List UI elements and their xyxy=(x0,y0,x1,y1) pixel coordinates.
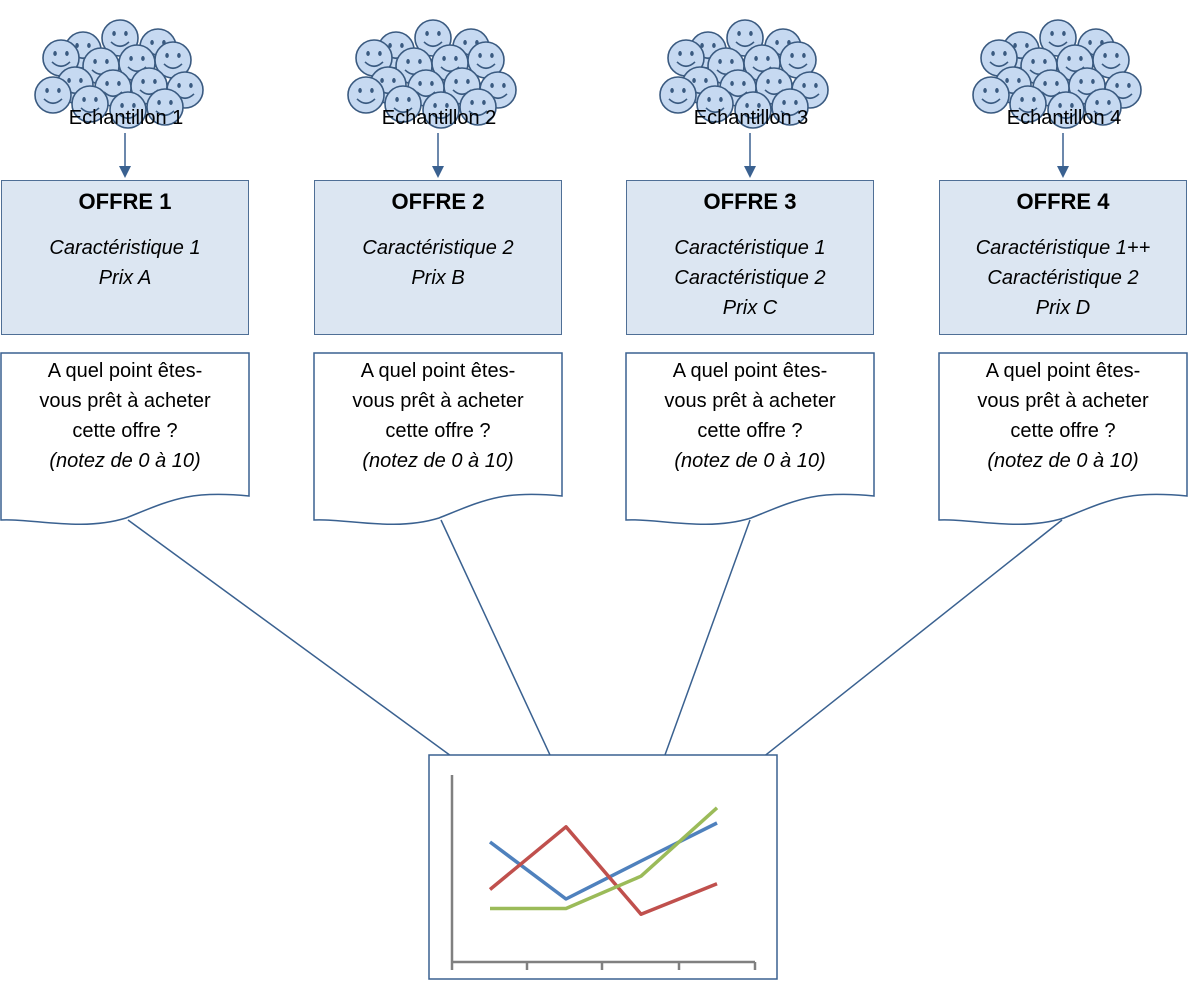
question-note: (notez de 0 à 10) xyxy=(362,450,514,472)
converge-arrow xyxy=(127,519,490,785)
question-line: cette offre ? xyxy=(697,420,803,442)
smiley-crowd-icon xyxy=(972,19,1142,129)
sample-column-2: Echantillon 2 OFFRE 2 Caractéristique 2 Pri… xyxy=(314,0,564,530)
sample-column-4: Echantillon 4 OFFRE 4 Caractéristique 1++ C… xyxy=(939,0,1189,530)
offer-feature: Caractéristique 2 xyxy=(987,267,1139,289)
smiley-crowd-icon xyxy=(659,19,829,129)
smiley-icon xyxy=(347,76,385,114)
smiley-icon xyxy=(972,76,1010,114)
offer-feature: Prix B xyxy=(411,267,465,289)
question-text: A quel point êtes-vous prêt à acheter cet… xyxy=(1,356,249,476)
smiley-icon xyxy=(384,85,422,123)
offer-feature: Prix A xyxy=(98,267,152,289)
question-line: cette offre ? xyxy=(385,420,491,442)
questionnaire-document xyxy=(625,352,875,526)
question-line: A quel point êtes- xyxy=(985,360,1141,382)
offer-box: OFFRE 2 Caractéristique 2 Prix B xyxy=(314,180,562,335)
offer-title: OFFRE 1 xyxy=(78,189,172,214)
offer-feature: Caractéristique 1++ xyxy=(975,237,1151,259)
question-text: A quel point êtes-vous prêt à acheter cet… xyxy=(626,356,874,476)
questionnaire-document xyxy=(938,352,1188,526)
sample-column-3: Echantillon 3 OFFRE 3 Caractéristique 1 Car… xyxy=(626,0,876,530)
offer-box: OFFRE 4 Caractéristique 1++ Caractéristiqu… xyxy=(939,180,1187,335)
smiley-icon xyxy=(1047,91,1085,129)
smiley-icon xyxy=(659,76,697,114)
question-note: (notez de 0 à 10) xyxy=(674,450,826,472)
converge-arrow xyxy=(440,519,565,785)
smiley-icon xyxy=(696,85,734,123)
chart-frame xyxy=(428,754,778,980)
offer-title: OFFRE 2 xyxy=(391,189,485,214)
mini-line-chart xyxy=(428,754,778,980)
question-line: cette offre ? xyxy=(72,420,178,442)
series-line-3 xyxy=(490,806,719,911)
sample-label: Echantillon 4 xyxy=(1006,107,1122,129)
question-line: vous prêt à acheter xyxy=(352,390,524,412)
question-line: cette offre ? xyxy=(1010,420,1116,442)
sample-label: Echantillon 1 xyxy=(68,107,184,129)
smiley-icon xyxy=(1084,88,1122,126)
smiley-icon xyxy=(422,91,460,129)
questionnaire-document xyxy=(0,352,250,526)
smiley-icon xyxy=(1009,85,1047,123)
offer-feature: Caractéristique 1 xyxy=(49,237,201,259)
smiley-icon xyxy=(467,41,505,79)
sample-column-1: Echantillon 1 OFFRE 1 Caractéristique 1 Pri… xyxy=(1,0,251,530)
question-line: A quel point êtes- xyxy=(672,360,828,382)
question-line: vous prêt à acheter xyxy=(977,390,1149,412)
series-line-2 xyxy=(488,825,718,916)
question-line: A quel point êtes- xyxy=(47,360,203,382)
smiley-icon xyxy=(109,91,147,129)
smiley-icon xyxy=(146,88,184,126)
offer-box: OFFRE 3 Caractéristique 1 Caractéristique … xyxy=(626,180,874,335)
offer-feature: Caractéristique 2 xyxy=(362,237,514,259)
question-note: (notez de 0 à 10) xyxy=(987,450,1139,472)
smiley-crowd-icon xyxy=(34,19,204,129)
sample-label: Echantillon 2 xyxy=(381,107,497,129)
smiley-icon xyxy=(779,41,817,79)
offer-feature: Prix C xyxy=(722,297,778,319)
offer-title: OFFRE 3 xyxy=(703,189,797,214)
offer-feature: Prix D xyxy=(1035,297,1091,319)
question-line: vous prêt à acheter xyxy=(39,390,211,412)
question-line: A quel point êtes- xyxy=(360,360,516,382)
questionnaire-document xyxy=(313,352,563,526)
offer-feature: Caractéristique 2 xyxy=(674,267,826,289)
question-note: (notez de 0 à 10) xyxy=(49,450,201,472)
smiley-crowd-icon xyxy=(347,19,517,129)
offer-title: OFFRE 4 xyxy=(1016,189,1110,214)
question-text: A quel point êtes-vous prêt à acheter cet… xyxy=(314,356,562,476)
smiley-icon xyxy=(771,88,809,126)
smiley-icon xyxy=(734,91,772,129)
offer-box: OFFRE 1 Caractéristique 1 Prix A xyxy=(1,180,249,335)
smiley-icon xyxy=(34,76,72,114)
converge-arrow xyxy=(654,519,751,779)
offer-feature: Caractéristique 1 xyxy=(674,237,826,259)
sample-label: Echantillon 3 xyxy=(693,107,809,129)
smiley-icon xyxy=(459,88,497,126)
converge-arrow xyxy=(736,519,1063,779)
smiley-icon xyxy=(71,85,109,123)
question-text: A quel point êtes-vous prêt à acheter cet… xyxy=(939,356,1187,476)
question-line: vous prêt à acheter xyxy=(664,390,836,412)
